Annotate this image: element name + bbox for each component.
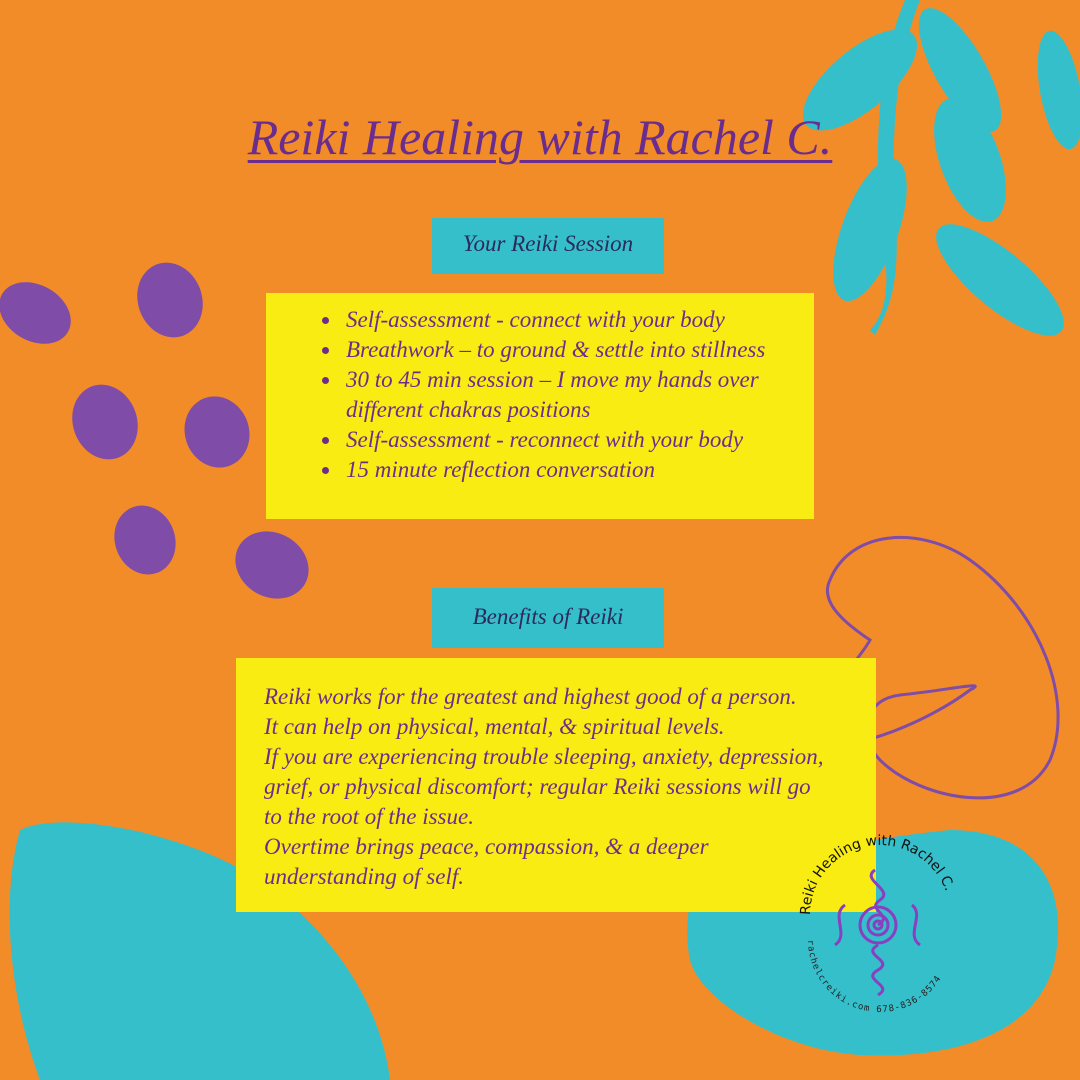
- session-heading: Your Reiki Session: [432, 218, 664, 274]
- benefits-line: It can help on physical, mental, & spiri…: [264, 714, 725, 739]
- benefits-heading: Benefits of Reiki: [432, 588, 664, 648]
- list-item: Breathwork – to ground & settle into sti…: [342, 335, 814, 365]
- benefits-line: Overtime brings peace, compassion, & a d…: [264, 834, 709, 889]
- benefits-box: Reiki works for the greatest and highest…: [236, 658, 876, 912]
- purple-dots: [0, 262, 309, 599]
- list-item: Self-assessment - connect with your body: [342, 305, 814, 335]
- benefits-line: Reiki works for the greatest and highest…: [264, 684, 797, 709]
- list-item: 15 minute reflection conversation: [342, 455, 814, 485]
- list-item: Self-assessment - reconnect with your bo…: [342, 425, 814, 455]
- benefits-line: If you are experiencing trouble sleeping…: [264, 744, 824, 829]
- session-list: Self-assessment - connect with your body…: [266, 305, 814, 485]
- list-item: 30 to 45 min session – I move my hands o…: [342, 365, 766, 425]
- session-box: Self-assessment - connect with your body…: [266, 293, 814, 519]
- cho-ku-rei-icon: [833, 868, 922, 997]
- teal-blob-left: [9, 822, 390, 1080]
- page-title: Reiki Healing with Rachel C.: [247, 109, 833, 165]
- leaf-branch: [803, 0, 1080, 336]
